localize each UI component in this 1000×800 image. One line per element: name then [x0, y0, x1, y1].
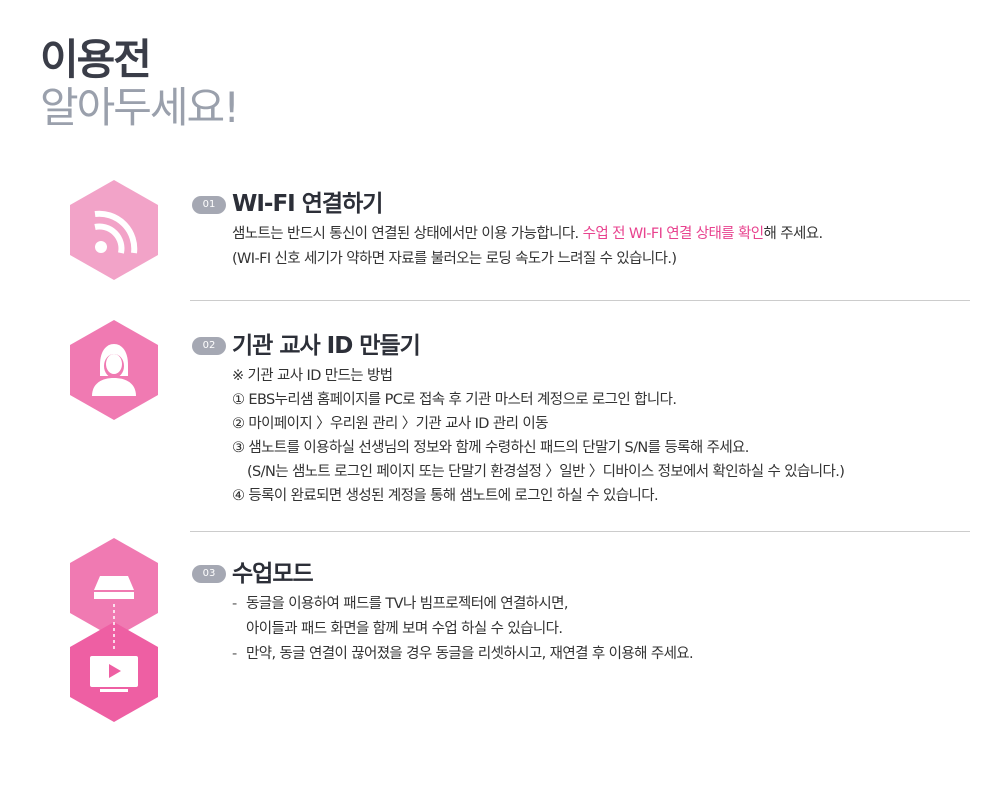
- user-hexagon: [70, 320, 158, 420]
- teacher-id-step: ① EBS누리샘 홈페이지를 PC로 접속 후 기관 마스터 계정으로 로그인 …: [232, 392, 677, 408]
- wifi-highlight-text: 수업 전 WI-FI 연결 상태를 확인: [582, 226, 765, 242]
- teacher-id-step: ② 마이페이지 〉우리원 관리 〉기관 교사 ID 관리 이동: [232, 416, 548, 432]
- wifi-description: 샘노트는 반드시 통신이 연결된 상태에서만 이용 가능합니다. 수업 전 WI…: [232, 224, 824, 244]
- section-divider: [190, 300, 970, 301]
- section-title-wifi: WI-FI 연결하기: [232, 191, 383, 217]
- teacher-id-step: ※ 기관 교사 ID 만드는 방법: [232, 368, 393, 384]
- teacher-id-step: (S/N는 샘노트 로그인 페이지 또는 단말기 환경설정 〉일반 〉디바이스 …: [247, 464, 845, 480]
- section-title-class-mode: 수업모드: [232, 561, 314, 587]
- section-badge-03: 03: [192, 565, 226, 583]
- wifi-text-part1: 샘노트는 반드시 통신이 연결된 상태에서만 이용 가능합니다.: [232, 226, 583, 242]
- class-mode-hexagons: [70, 538, 158, 722]
- class-mode-text: 동글을 이용하여 패드를 TV나 빔프로젝터에 연결하시면,: [246, 596, 569, 612]
- teacher-id-step: ④ 등록이 완료되면 생성된 계정을 통해 샘노트에 로그인 하실 수 있습니다…: [232, 488, 659, 504]
- bullet-dash: -: [232, 596, 237, 612]
- teacher-id-step: ③ 샘노트를 이용하실 선생님의 정보와 함께 수령하신 패드의 단말기 S/N…: [232, 440, 749, 456]
- bullet-dash: -: [232, 646, 237, 662]
- wifi-hexagon: [70, 180, 158, 280]
- section-badge-01: 01: [192, 196, 226, 214]
- wifi-text-part2: 해 주세요.: [763, 226, 824, 242]
- dongle-icon: [94, 576, 134, 599]
- section-divider: [190, 531, 970, 532]
- wifi-note: (WI-FI 신호 세기가 약하면 자료를 불러오는 로딩 속도가 느려질 수 …: [232, 251, 677, 267]
- section-badge-02: 02: [192, 337, 226, 355]
- section-title-teacher-id: 기관 교사 ID 만들기: [232, 333, 421, 359]
- class-mode-text: 만약, 동글 연결이 끊어졌을 경우 동글을 리셋하시고, 재연결 후 이용해 …: [246, 646, 694, 662]
- page-title: 이용전: [40, 35, 152, 84]
- page-subtitle: 알아두세요!: [40, 83, 240, 132]
- wifi-icon: [94, 210, 138, 254]
- class-mode-text: 아이들과 패드 화면을 함께 보며 수업 하실 수 있습니다.: [246, 621, 563, 637]
- tv-play-icon: [90, 656, 138, 692]
